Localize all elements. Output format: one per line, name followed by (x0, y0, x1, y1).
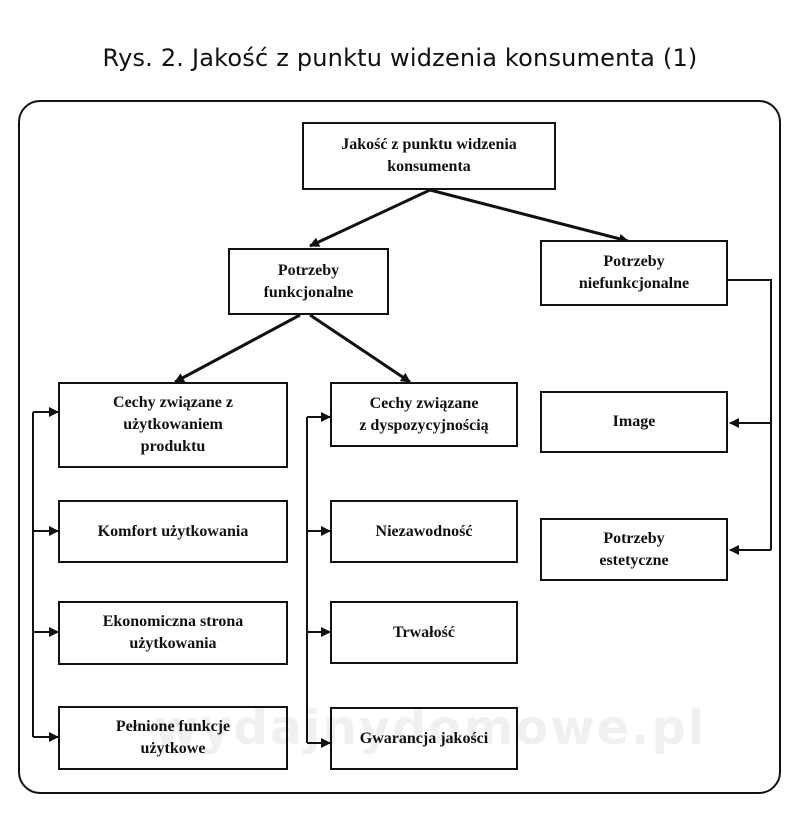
node-image-label: Image (612, 413, 656, 430)
node-economic: Ekonomiczna strona użytkowania (58, 601, 288, 665)
node-reliability: Niezawodność (330, 500, 518, 563)
node-comfort: Komfort użytkowania (58, 500, 288, 563)
arrow-root-to-nonfunctional (429, 188, 629, 244)
node-durability: Trwałość (330, 601, 518, 664)
bracket-nonfunctional-group (728, 279, 772, 550)
node-root: Jakość z punktu widzenia konsumenta (302, 122, 556, 190)
node-usage: Cechy związane z użytkowaniem produktu (58, 382, 288, 468)
node-economic-label: Ekonomiczna strona użytkowania (102, 613, 244, 652)
node-functions-label: Pełnione funkcje użytkowe (115, 718, 231, 757)
node-functional-label: Potrzeby funkcjonalne (263, 261, 354, 301)
node-availability-label: Cechy związane z dyspozycyjnością (359, 394, 489, 434)
node-reliability-label: Niezawodność (375, 522, 473, 540)
node-nonfunctional: Potrzeby niefunkcjonalne (540, 240, 728, 306)
node-warranty: Gwarancja jakości (330, 707, 518, 770)
node-comfort-label: Komfort użytkowania (97, 522, 249, 540)
node-nonfunctional-label: Potrzeby niefunkcjonalne (578, 253, 690, 292)
node-aesthetic-label: Potrzeby estetyczne (599, 529, 669, 569)
diagram-frame (18, 100, 781, 794)
node-usage-label: Cechy związane z użytkowaniem produktu (113, 394, 233, 455)
arrow-functional-to-availability (309, 313, 411, 384)
node-image: Image (540, 391, 728, 453)
node-warranty-label: Gwarancja jakości (359, 729, 489, 747)
node-functional: Potrzeby funkcjonalne (228, 248, 389, 315)
node-aesthetic: Potrzeby estetyczne (540, 518, 728, 581)
node-functions: Pełnione funkcje użytkowe (58, 706, 288, 770)
figure-title: Rys. 2. Jakość z punktu widzenia konsume… (102, 44, 698, 72)
node-availability: Cechy związane z dyspozycyjnością (330, 382, 518, 447)
node-root-label: Jakość z punktu widzenia konsumenta (341, 136, 517, 175)
node-durability-label: Trwałość (393, 623, 455, 641)
arrow-root-to-functional (309, 188, 431, 248)
arrow-functional-to-usage (174, 313, 301, 384)
